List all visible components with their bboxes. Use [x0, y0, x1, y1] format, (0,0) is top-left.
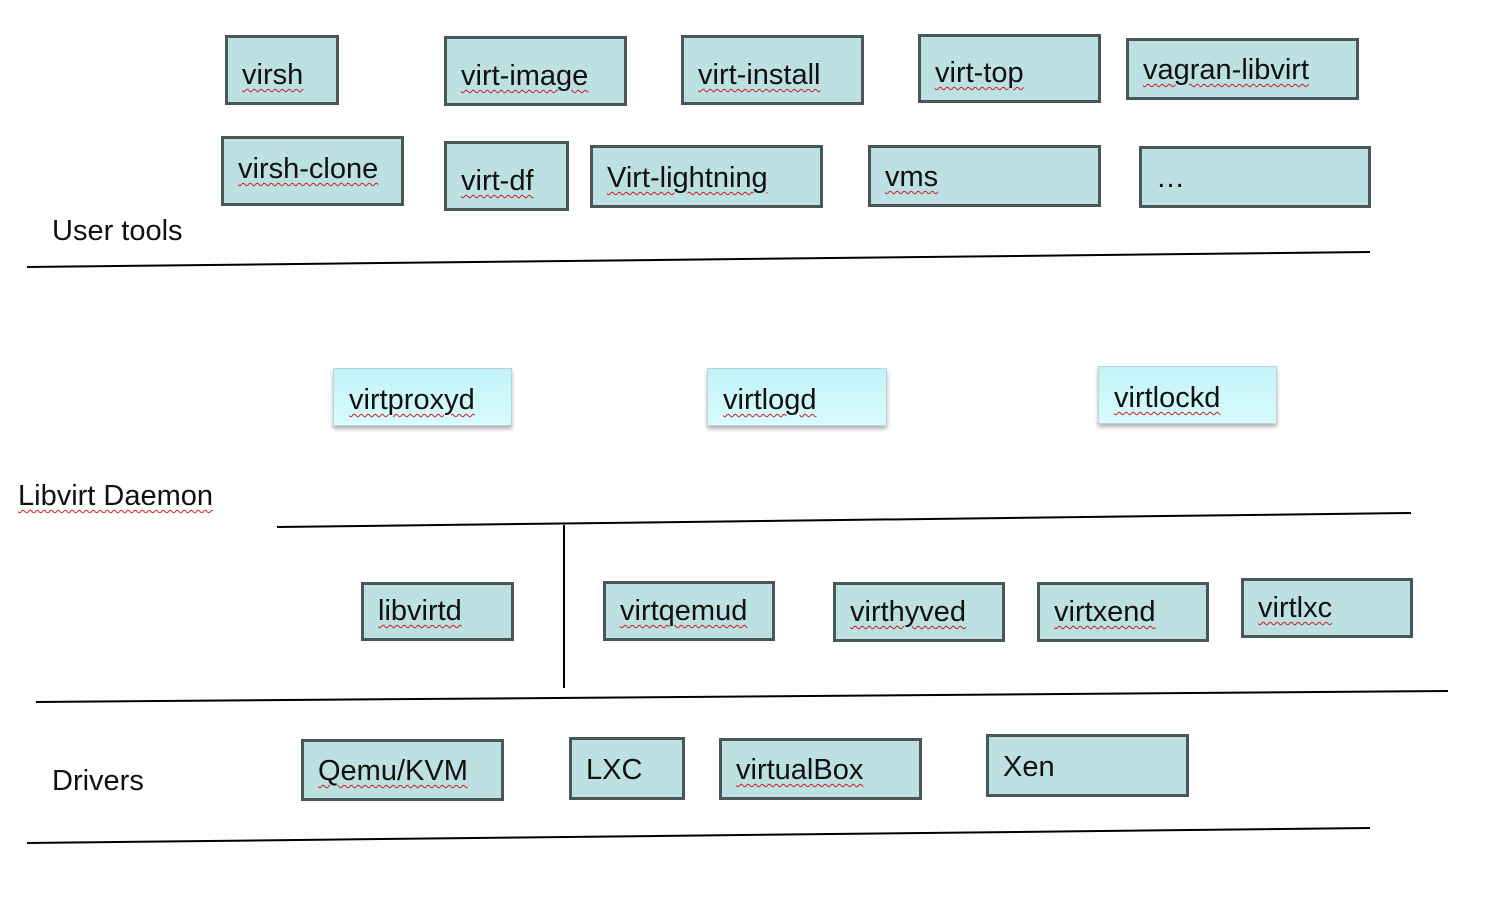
daemon-box-virtlogd: virtlogd — [707, 368, 887, 426]
layer-label-user-tools: User tools — [52, 215, 183, 247]
tool-label: virt-image — [461, 60, 589, 92]
driver-label: virtualBox — [736, 754, 864, 786]
drivers-bottom-separator — [26, 827, 1371, 844]
tool-label: virsh-clone — [238, 153, 379, 185]
driver-label: LXC — [586, 754, 643, 786]
daemon-box-virtproxyd: virtproxyd — [333, 368, 512, 426]
daemon-item-virtlxc: virtlxc — [1241, 578, 1413, 638]
daemon-item-virthyved: virthyved — [833, 582, 1005, 642]
tool-label: virsh — [242, 59, 304, 91]
daemon-label: virtproxyd — [349, 384, 475, 416]
daemon-item-label: virtxend — [1054, 596, 1156, 628]
tool-box-vms: vms — [868, 145, 1101, 207]
tool-box-virt-df: virt-df — [444, 141, 569, 211]
tool-label: vagran-libvirt — [1143, 54, 1309, 86]
tool-box-virt-install: virt-install — [681, 35, 864, 105]
layer-label-libvirt-daemon: Libvirt Daemon — [18, 480, 214, 512]
daemon-separator — [276, 512, 1412, 528]
tool-label: Virt-lightning — [607, 162, 768, 194]
tool-label: virt-df — [461, 165, 534, 197]
driver-label: Qemu/KVM — [318, 755, 468, 787]
driver-box-qemu-kvm: Qemu/KVM — [301, 739, 504, 801]
driver-box-xen: Xen — [986, 734, 1189, 797]
tool-box-virt-lightning: Virt-lightning — [590, 145, 823, 208]
daemon-label: virtlockd — [1114, 382, 1221, 414]
drivers-top-separator — [35, 690, 1449, 703]
daemon-item-label: virtqemud — [620, 595, 748, 627]
tool-box-virt-image: virt-image — [444, 36, 627, 106]
tool-box-virt-top: virt-top — [918, 34, 1101, 103]
tool-label: virt-top — [935, 57, 1024, 89]
tool-label: virt-install — [698, 59, 821, 91]
daemon-box-virtlockd: virtlockd — [1098, 366, 1277, 424]
daemon-label: virtlogd — [723, 384, 817, 416]
daemon-item-virtxend: virtxend — [1037, 582, 1209, 642]
user-tools-separator — [26, 251, 1371, 268]
tool-box-vagran-libvirt: vagran-libvirt — [1126, 38, 1359, 100]
daemon-item-label: virtlxc — [1258, 592, 1333, 624]
tool-label: … — [1156, 162, 1185, 194]
daemon-item-libvirtd: libvirtd — [361, 582, 514, 641]
tool-label: vms — [885, 161, 939, 193]
driver-box-virtualbox: virtualBox — [719, 738, 922, 800]
tool-box-virsh-clone: virsh-clone — [221, 136, 404, 206]
layer-label-drivers: Drivers — [52, 765, 144, 797]
driver-box-lxc: LXC — [569, 737, 685, 800]
tool-box-virsh: virsh — [225, 35, 339, 105]
tool-box-ellipsis: … — [1139, 146, 1371, 208]
driver-label: Xen — [1003, 751, 1055, 783]
daemon-item-label: libvirtd — [378, 595, 462, 627]
daemon-item-virtqemud: virtqemud — [603, 581, 775, 641]
daemon-item-label: virthyved — [850, 596, 967, 628]
